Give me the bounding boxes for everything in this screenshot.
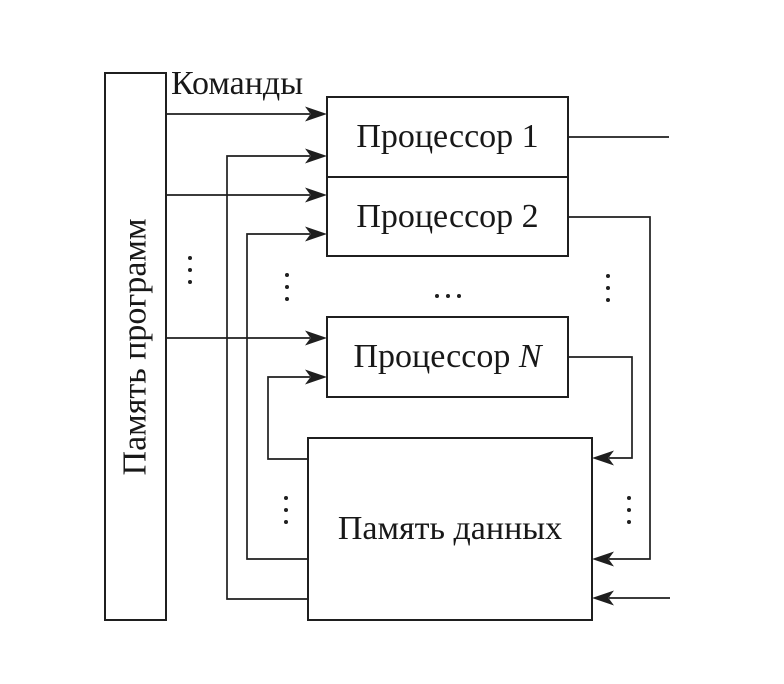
- result-lines: [568, 136, 670, 599]
- data-memory-outline: [307, 437, 593, 621]
- data-line-to-processor-2: [246, 233, 310, 560]
- program-memory-outline: [104, 72, 167, 621]
- data-line-to-processor-n: [267, 376, 310, 460]
- horizontal-ellipsis-icon: [435, 294, 461, 298]
- processor-2-outline: [326, 176, 569, 257]
- data-line-to-processor-1: [226, 155, 310, 600]
- data-lines: [226, 155, 310, 600]
- arrowhead-command-processor-n: [305, 330, 327, 346]
- command-lines: [166, 113, 310, 339]
- vertical-ellipsis-icon: [627, 496, 631, 524]
- vertical-ellipsis-icon: [606, 274, 610, 302]
- arrowhead-data-memory-middle: [592, 551, 614, 567]
- processor-n-outline: [326, 316, 569, 398]
- result-line-from-processor-n: [568, 356, 633, 459]
- vertical-ellipsis-icon: [284, 496, 288, 524]
- processor-1-outline: [326, 96, 569, 178]
- arrowhead-data-memory-bottom: [592, 590, 614, 606]
- arrowhead-data-processor-n: [305, 369, 327, 385]
- vertical-ellipsis-icon: [285, 273, 289, 301]
- vertical-ellipsis-icon: [188, 256, 192, 284]
- arrowhead-data-processor-1: [305, 148, 327, 164]
- arrowhead-data-processor-2: [305, 226, 327, 242]
- arrowhead-data-memory-top: [592, 450, 614, 466]
- commands-label: Команды: [171, 65, 304, 102]
- result-line-from-processor-2: [568, 216, 651, 560]
- block-outlines: [104, 72, 593, 621]
- arrowhead-command-processor-2: [305, 187, 327, 203]
- arrowhead-command-processor-1: [305, 106, 327, 122]
- arrowheads: [305, 106, 614, 606]
